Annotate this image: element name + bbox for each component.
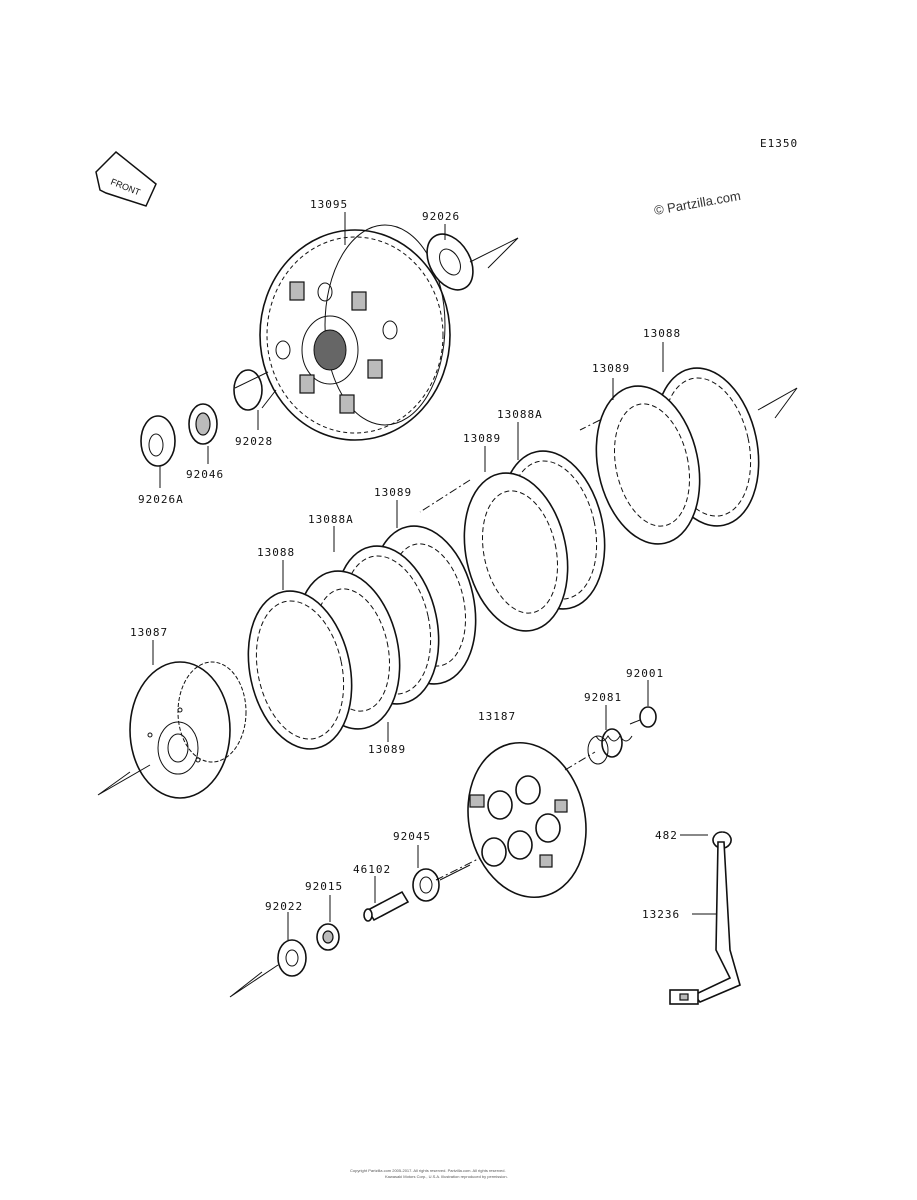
- steel-plate-13089-upper[interactable]: [582, 376, 713, 553]
- pressure-plate-13187[interactable]: [454, 732, 600, 909]
- part-label-13088-upper[interactable]: 13088: [643, 327, 681, 340]
- washer-92026A[interactable]: [140, 415, 176, 467]
- push-rod-46102[interactable]: [363, 890, 410, 922]
- part-label-92046[interactable]: 92046: [186, 468, 224, 481]
- part-label-13089-middle[interactable]: 13089: [463, 432, 501, 445]
- release-lever-13236[interactable]: [669, 841, 741, 1005]
- footer-line-1: Copyright Partzilla.com 2005-2017. All r…: [350, 1168, 506, 1173]
- part-label-13089-left-front[interactable]: 13089: [368, 743, 406, 756]
- part-label-92015[interactable]: 92015: [305, 880, 343, 893]
- part-label-13095[interactable]: 13095: [310, 198, 348, 211]
- part-label-92028[interactable]: 92028: [235, 435, 273, 448]
- part-label-92045[interactable]: 92045: [393, 830, 431, 843]
- part-label-13187[interactable]: 13187: [478, 710, 516, 723]
- part-label-13087[interactable]: 13087: [130, 626, 168, 639]
- watermark: © Partzilla.com: [653, 188, 742, 218]
- part-label-13236[interactable]: 13236: [642, 908, 680, 921]
- clutch-hub-13087[interactable]: [129, 661, 247, 799]
- part-label-13089-upper[interactable]: 13089: [592, 362, 630, 375]
- bearing-92045[interactable]: [412, 868, 440, 902]
- spring-92081[interactable]: [587, 728, 633, 765]
- collar-92028[interactable]: [233, 369, 277, 411]
- friction-plate-13088-left[interactable]: [234, 581, 365, 758]
- part-label-92081[interactable]: 92081: [584, 691, 622, 704]
- part-label-92026A[interactable]: 92026A: [138, 493, 184, 506]
- needle-bearing-92046[interactable]: [188, 403, 218, 445]
- washer-92026[interactable]: [418, 226, 483, 298]
- footer-line-2: Kawasaki Motors Corp., U.S.A. Illustrati…: [385, 1174, 508, 1179]
- part-label-92001[interactable]: 92001: [626, 667, 664, 680]
- steel-plate-13089-middle[interactable]: [450, 463, 581, 640]
- part-label-482[interactable]: 482: [655, 829, 678, 842]
- part-label-13089-left-back[interactable]: 13089: [374, 486, 412, 499]
- nut-92015[interactable]: [316, 923, 340, 951]
- bolt-92001[interactable]: [629, 706, 657, 728]
- part-label-13088-left[interactable]: 13088: [257, 546, 295, 559]
- washer-92022[interactable]: [277, 939, 307, 977]
- part-label-92026[interactable]: 92026: [422, 210, 460, 223]
- part-label-13088A-left[interactable]: 13088A: [308, 513, 354, 526]
- diagram-code: E1350: [760, 137, 798, 150]
- clutch-housing-13095[interactable]: [259, 224, 451, 441]
- part-label-46102[interactable]: 46102: [353, 863, 391, 876]
- part-label-92022[interactable]: 92022: [265, 900, 303, 913]
- part-label-13088A-middle[interactable]: 13088A: [497, 408, 543, 421]
- front-arrow-icon: FRONT: [95, 150, 157, 207]
